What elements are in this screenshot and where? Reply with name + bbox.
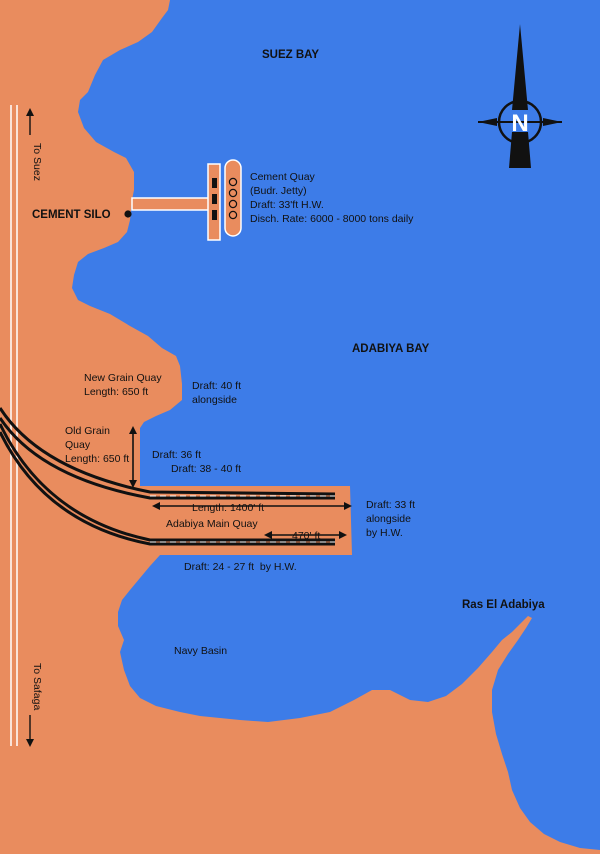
- cement-silo-label: CEMENT SILO: [32, 209, 111, 221]
- new-grain-quay-title: New Grain Quay: [84, 372, 162, 384]
- main-quay-draft-east-3: by H.W.: [366, 527, 403, 539]
- cement-quay-title: Cement Quay: [250, 171, 316, 183]
- cement-quay-draft: Draft: 33'ft H.W.: [250, 199, 324, 211]
- main-quay-draft-east-2: alongside: [366, 513, 411, 525]
- barge-hold: [228, 199, 238, 209]
- cement-quay-subtitle: (Budr. Jetty): [250, 185, 307, 197]
- new-grain-draft-note: alongside: [192, 394, 237, 406]
- old-grain-quay-length: Length: 650 ft: [65, 453, 129, 465]
- adabiya-bay-label: ADABIYA BAY: [352, 343, 430, 355]
- rail-track-lower: [0, 423, 335, 542]
- to-suez-label: To Suez: [31, 143, 43, 181]
- main-quay-section-label: 470' ft: [292, 530, 320, 542]
- cement-jetty-stem: [131, 197, 217, 211]
- to-safaga-label: To Safaga: [31, 663, 43, 710]
- new-grain-draft: Draft: 40 ft: [192, 380, 241, 392]
- cement-silo-marker: [124, 210, 132, 218]
- ras-el-adabiya-label: Ras El Adabiya: [462, 599, 545, 611]
- main-quay-length-label: Length: 1400' ft: [192, 502, 264, 514]
- main-quay-name: Adabiya Main Quay: [166, 518, 258, 530]
- rail-track-lower-inner: [0, 431, 335, 546]
- main-quay-draft-east: Draft: 33 ft: [366, 499, 415, 511]
- suez-bay-label: SUEZ BAY: [262, 49, 319, 61]
- cement-jetty-fender: [212, 178, 217, 188]
- barge-hold: [228, 177, 238, 187]
- north-label: N: [511, 110, 528, 137]
- cement-barge: [224, 159, 242, 237]
- cement-jetty-fender: [212, 194, 217, 204]
- old-grain-draft: Draft: 36 ft: [152, 449, 201, 461]
- old-grain-quay-title: Old Grain: [65, 425, 110, 437]
- barge-hold: [228, 188, 238, 198]
- compass-rose: N: [478, 24, 562, 168]
- main-quay-draft-south: Draft: 24 - 27 ft by H.W.: [184, 561, 297, 573]
- old-grain-quay-title-2: Quay: [65, 439, 91, 451]
- old-grain-draft-2: Draft: 38 - 40 ft: [171, 463, 241, 475]
- rail-track-upper-inner: [0, 417, 335, 500]
- cement-quay-rate: Disch. Rate: 6000 - 8000 tons daily: [250, 213, 414, 225]
- cement-jetty-fender: [212, 210, 217, 220]
- barge-hold: [228, 210, 238, 220]
- navy-basin-label: Navy Basin: [174, 645, 227, 657]
- rail-track-upper: [0, 407, 336, 496]
- new-grain-quay-length: Length: 650 ft: [84, 386, 148, 398]
